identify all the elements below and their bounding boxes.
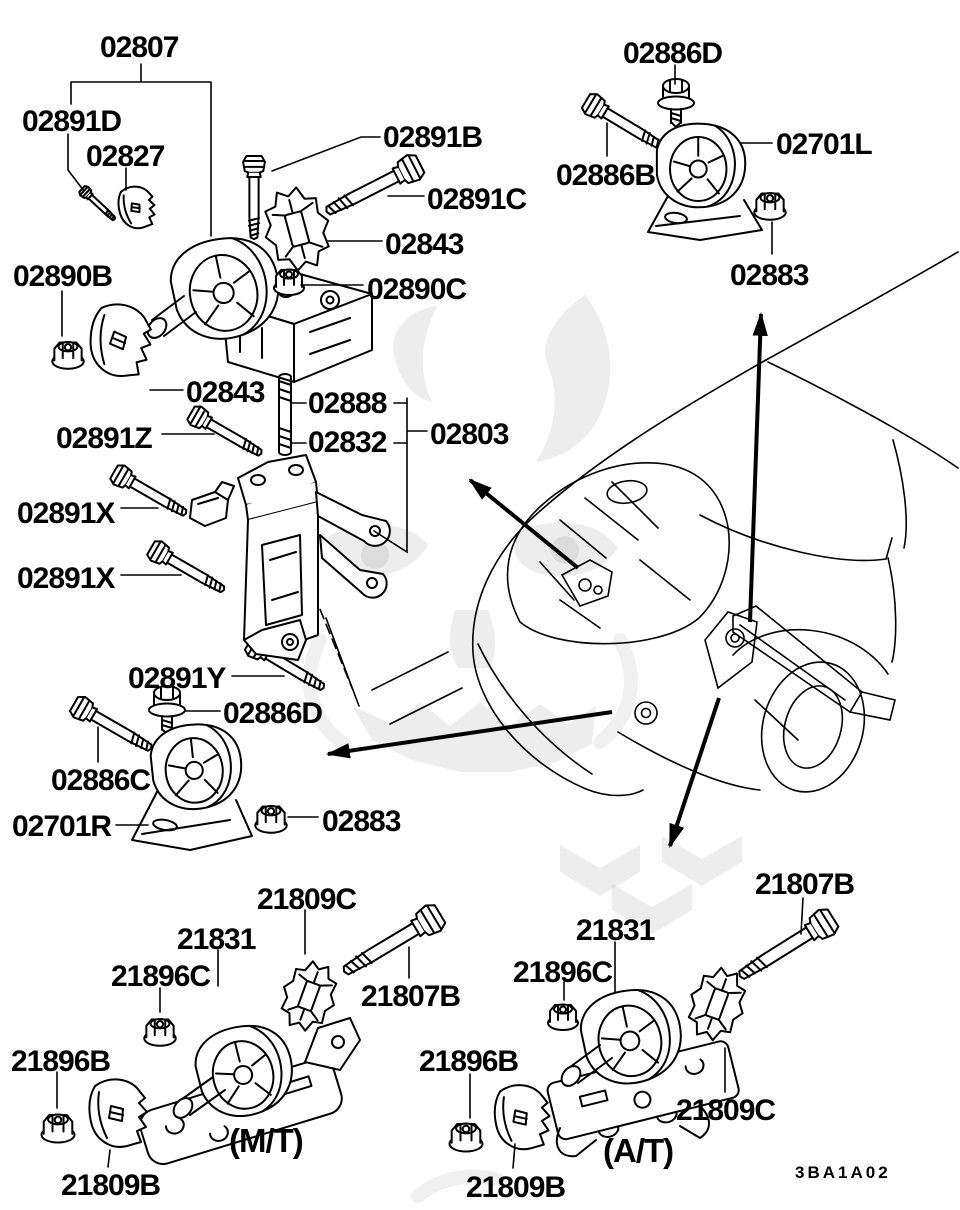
assembly-transmission-mount-at: [448, 904, 842, 1158]
location-arrows: [325, 311, 768, 849]
assembly-roll-stopper-bracket: [107, 373, 391, 699]
watermark: [302, 295, 742, 1203]
car-front-outline: [301, 251, 959, 797]
assembly-right-mount: [67, 685, 288, 851]
assembly-front-roll-stopper: [51, 150, 428, 383]
callout-leader-lines: [56, 63, 804, 1169]
assembly-transmission-mount-mt: [40, 900, 449, 1166]
assembly-left-mount: [579, 78, 787, 241]
